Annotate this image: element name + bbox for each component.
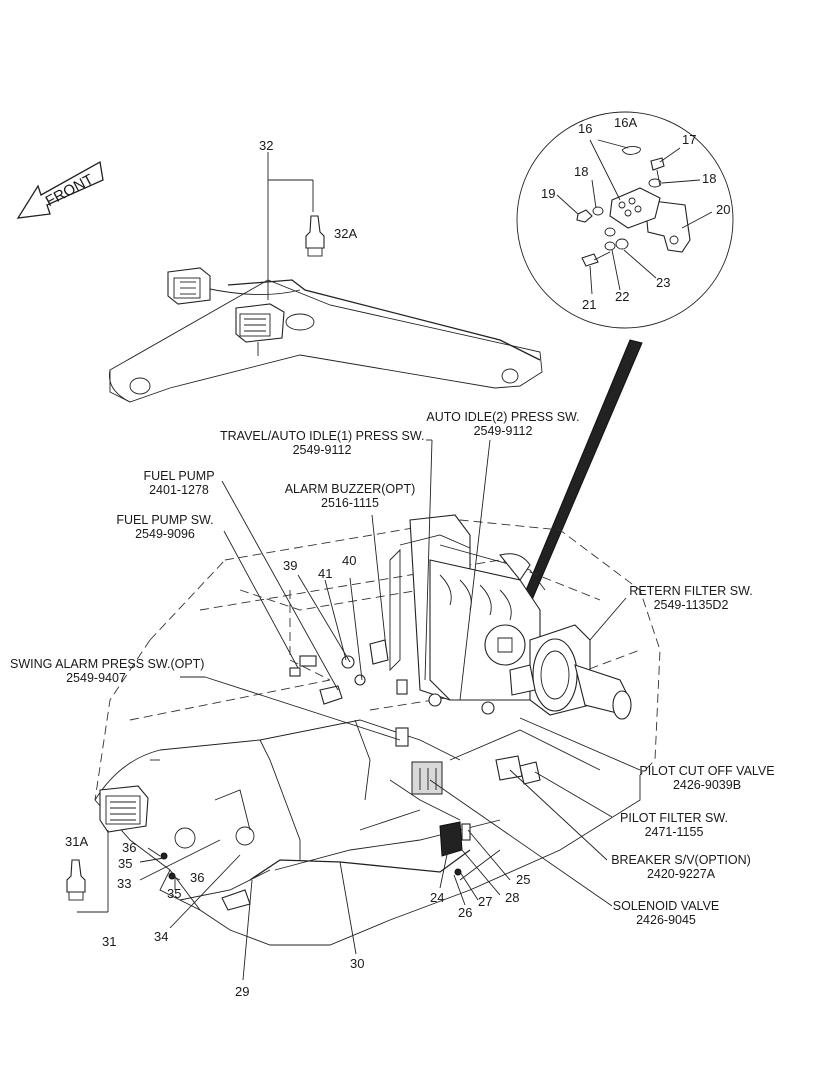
callout-17: 17 xyxy=(682,132,697,147)
callout-25: 25 xyxy=(516,872,531,887)
label-name: PILOT CUT OFF VALVE xyxy=(639,764,775,778)
label-pilot-filter-sw: PILOT FILTER SW. 2471-1155 xyxy=(612,811,736,839)
callout-35: 35 xyxy=(167,886,182,901)
label-part-number: 2549-1135D2 xyxy=(653,598,729,612)
callout-33: 33 xyxy=(117,876,132,891)
callout-19: 19 xyxy=(541,186,556,201)
callout-32: 32 xyxy=(259,138,274,153)
callout-20: 20 xyxy=(716,202,731,217)
callout-16: 16 xyxy=(578,121,593,136)
label-swing-alarm-press-sw: SWING ALARM PRESS SW.(OPT) 2549-9407 xyxy=(10,657,204,685)
label-fuel-pump-sw: FUEL PUMP SW. 2549-9096 xyxy=(108,513,222,541)
label-name: AUTO IDLE(2) PRESS SW. xyxy=(426,410,580,424)
label-pilot-cut-off-valve: PILOT CUT OFF VALVE 2426-9039B xyxy=(636,764,778,792)
callout-21: 21 xyxy=(582,297,597,312)
callout-18: 18 xyxy=(574,164,589,179)
components xyxy=(66,639,541,913)
callout-18: 18 xyxy=(702,171,717,186)
callout-31a: 31A xyxy=(65,834,89,849)
callout-40: 40 xyxy=(342,553,357,568)
label-name: RETERN FILTER SW. xyxy=(629,584,753,598)
callout-36: 36 xyxy=(122,840,137,855)
label-return-filter-sw: RETERN FILTER SW. 2549-1135D2 xyxy=(626,584,756,612)
label-name: SWING ALARM PRESS SW.(OPT) xyxy=(10,657,205,671)
callout-36: 36 xyxy=(190,870,205,885)
label-part-number: 2549-9112 xyxy=(292,443,352,457)
callout-22: 22 xyxy=(615,289,630,304)
front-arrow xyxy=(16,160,104,219)
label-solenoid-valve: SOLENOID VALVE 2426-9045 xyxy=(610,899,722,927)
label-auto-idle-2-press-sw: AUTO IDLE(2) PRESS SW. 2549-9112 xyxy=(424,410,582,438)
boom-assembly xyxy=(108,152,543,403)
label-part-number: 2426-9039B xyxy=(672,778,742,792)
label-name: SOLENOID VALVE xyxy=(612,899,720,913)
callout-31: 31 xyxy=(102,934,117,949)
label-travel-auto-idle-1-press-sw: TRAVEL/AUTO IDLE(1) PRESS SW. 2549-9112 xyxy=(220,429,424,457)
label-name: FUEL PUMP SW. xyxy=(116,513,214,527)
callout-26: 26 xyxy=(458,905,473,920)
callout-28: 28 xyxy=(505,890,520,905)
callout-35: 35 xyxy=(118,856,133,871)
label-part-number: 2401-1278 xyxy=(149,483,209,497)
callout-16a: 16A xyxy=(614,115,638,130)
label-part-number: 2516-1115 xyxy=(321,496,379,510)
label-part-number: 2549-9112 xyxy=(473,424,533,438)
callout-32a: 32A xyxy=(334,226,358,241)
label-name: BREAKER S/V(OPTION) xyxy=(611,853,751,867)
label-alarm-buzzer: ALARM BUZZER(OPT) 2516-1115 xyxy=(284,482,416,510)
callout-29: 29 xyxy=(235,984,250,999)
detail-circle xyxy=(511,111,734,629)
label-part-number: 2420-9227A xyxy=(646,867,716,881)
callout-34: 34 xyxy=(154,929,169,944)
engine-assembly xyxy=(389,514,632,720)
leader-lines xyxy=(139,439,641,981)
label-name: FUEL PUMP xyxy=(143,469,215,483)
label-breaker-sv: BREAKER S/V(OPTION) 2420-9227A xyxy=(606,853,756,881)
label-part-number: 2549-9096 xyxy=(135,527,195,541)
callout-24: 24 xyxy=(430,890,445,905)
lower-frame xyxy=(94,719,641,946)
callout-39: 39 xyxy=(283,558,298,573)
label-name: ALARM BUZZER(OPT) xyxy=(284,482,416,496)
label-part-number: 2471-1155 xyxy=(644,825,704,839)
label-name: PILOT FILTER SW. xyxy=(620,811,728,825)
label-fuel-pump: FUEL PUMP 2401-1278 xyxy=(136,469,222,497)
label-name: TRAVEL/AUTO IDLE(1) PRESS SW. xyxy=(220,429,425,443)
callout-27: 27 xyxy=(478,894,493,909)
label-part-number: 2426-9045 xyxy=(636,913,696,927)
callout-30: 30 xyxy=(350,956,365,971)
label-part-number: 2549-9407 xyxy=(66,671,126,685)
callout-23: 23 xyxy=(656,275,671,290)
callout-41: 41 xyxy=(318,566,333,581)
